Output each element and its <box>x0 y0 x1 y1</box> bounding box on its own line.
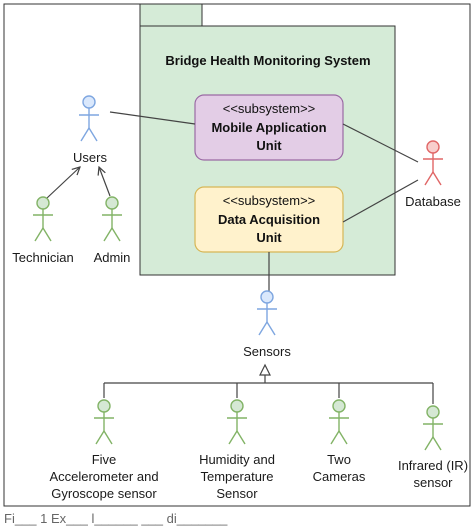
actor-technician <box>33 196 53 242</box>
actor-label-admin: Admin <box>94 250 131 265</box>
users-head-icon <box>82 95 96 109</box>
actor-users <box>79 95 99 142</box>
actor-label-infrared: Infrared (IR) <box>398 458 468 473</box>
actor-label-humidity: Humidity and <box>199 452 275 467</box>
subsystem-name-line2: Unit <box>256 138 282 153</box>
acquisition-to-database-link <box>342 179 419 223</box>
subsystem-name: Mobile Application <box>211 120 326 135</box>
actor-accelerometer <box>94 399 114 445</box>
actor-cameras <box>329 399 349 445</box>
database-head-icon <box>426 140 440 154</box>
actor-label-accelerometer-line2: Accelerometer and <box>49 469 158 484</box>
actor-label-cameras: Two <box>327 452 351 467</box>
actor-sensors <box>257 290 277 336</box>
actor-admin <box>102 196 122 242</box>
subsystem-name-line2: Unit <box>256 230 282 245</box>
system-title: Bridge Health Monitoring System <box>165 53 370 68</box>
subsystem-box <box>194 94 344 161</box>
actor-label-cameras-line2: Cameras <box>313 469 366 484</box>
actor-label-infrared-line2: sensor <box>413 475 453 490</box>
subsystem-stereotype: <<subsystem>> <box>223 101 316 116</box>
technician-head-icon <box>36 196 50 210</box>
admin-generalization-arrow <box>99 167 111 197</box>
connectors <box>46 111 434 404</box>
package-tab <box>139 3 203 27</box>
actor-database <box>423 140 443 186</box>
actor-label-accelerometer: Five <box>92 452 117 467</box>
sensors-head-icon <box>260 290 274 304</box>
actor-label-humidity-line2: Temperature <box>201 469 274 484</box>
technician-generalization-arrow <box>46 167 80 199</box>
figure-caption: Fi___ 1 Ex___ l______ ___ di_______ <box>4 511 228 526</box>
actor-label-sensors: Sensors <box>243 344 291 359</box>
users-to-mobile-link <box>109 111 196 125</box>
generalization-triangle <box>259 363 271 376</box>
subsystem-data-acquisition: <<subsystem>> Data Acquisition Unit <box>194 186 344 253</box>
actor-label-users: Users <box>73 150 107 165</box>
subsystem-name: Data Acquisition <box>218 212 320 227</box>
infrared-head-icon <box>426 405 440 419</box>
actor-infrared <box>423 405 443 451</box>
mobile-to-database-link <box>342 123 419 163</box>
subsystem-mobile-application: <<subsystem>> Mobile Application Unit <box>194 94 344 161</box>
actor-label-accelerometer-line3: Gyroscope sensor <box>51 486 157 501</box>
accelerometer-head-icon <box>97 399 111 413</box>
actor-label-humidity-line3: Sensor <box>216 486 258 501</box>
humidity-head-icon <box>230 399 244 413</box>
actor-humidity <box>227 399 247 445</box>
actor-label-database: Database <box>405 194 461 209</box>
subsystem-stereotype: <<subsystem>> <box>223 193 316 208</box>
cameras-head-icon <box>332 399 346 413</box>
admin-head-icon <box>105 196 119 210</box>
actor-label-technician: Technician <box>12 250 73 265</box>
